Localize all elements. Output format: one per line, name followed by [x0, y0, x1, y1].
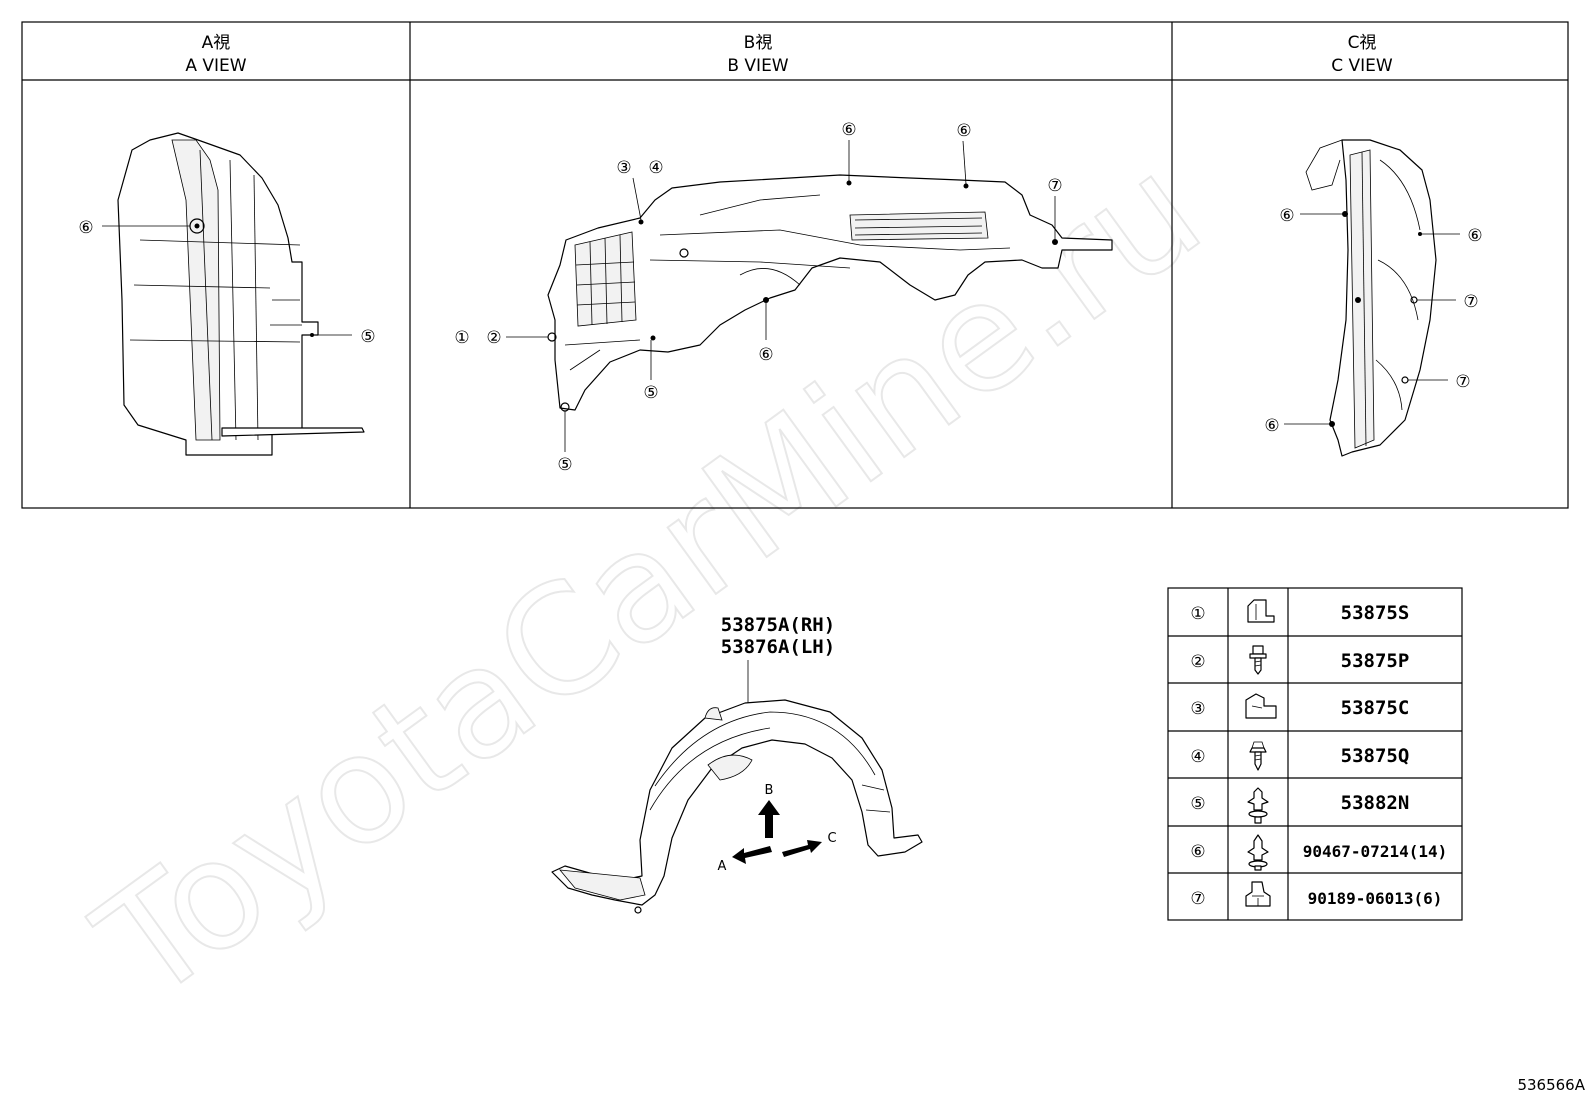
view-a-header: A視 A VIEW	[185, 33, 246, 76]
legend-num: ②	[1190, 652, 1205, 672]
clip-nut-icon	[1245, 881, 1271, 907]
arrow-c	[782, 840, 822, 857]
legend-num: ④	[1190, 747, 1205, 767]
legend-num: ①	[1190, 604, 1205, 624]
fender-liner-drawing	[551, 699, 923, 914]
view-c-drawing	[1284, 139, 1460, 457]
direction-arrows	[732, 800, 822, 864]
view-c-callout: ⑥	[1279, 206, 1294, 226]
part-code-lh: 53876A(LH)	[721, 636, 835, 658]
direction-b-label: B	[765, 783, 774, 798]
view-a-title-jp: A視	[202, 33, 231, 53]
legend-num: ⑦	[1190, 889, 1205, 909]
view-panels	[21, 21, 1569, 509]
view-b-callout: ⑤	[643, 383, 658, 403]
view-b-drawing	[506, 140, 1113, 452]
view-b-callout: ⑤	[557, 455, 572, 475]
view-c-callout: ⑥	[1264, 416, 1279, 436]
legend-num: ⑤	[1190, 794, 1205, 814]
view-b-callout: ⑥	[758, 345, 773, 365]
view-c-title-jp: C視	[1348, 33, 1377, 53]
view-a-callout: ⑤	[360, 327, 375, 347]
view-b-callout: ④	[648, 158, 663, 178]
view-a-title-en: A VIEW	[185, 56, 246, 76]
legend-part: 90189-06013(6)	[1308, 889, 1443, 908]
legend-row: ④ 53875Q	[1190, 741, 1410, 771]
view-b-callout: ②	[486, 328, 501, 348]
legend-part: 53875C	[1341, 697, 1410, 719]
screw-icon	[1249, 645, 1267, 675]
legend-row: ⑤ 53882N	[1190, 787, 1410, 824]
view-c-callout: ⑥	[1467, 226, 1482, 246]
view-c-title-en: C VIEW	[1331, 56, 1393, 76]
legend-row: ⑥ 90467-07214(14)	[1190, 834, 1448, 871]
fastener-legend	[1167, 587, 1463, 921]
view-b-callout: ⑦	[1047, 176, 1062, 196]
direction-a-label: A	[718, 859, 727, 874]
view-c-callout: ⑦	[1463, 292, 1478, 312]
legend-part: 53875S	[1341, 602, 1410, 624]
legend-row: ③ 53875C	[1190, 693, 1410, 719]
legend-row: ① 53875S	[1190, 599, 1410, 624]
view-b-callout: ⑥	[956, 121, 971, 141]
legend-part: 53882N	[1341, 792, 1410, 814]
arrow-b	[758, 800, 780, 838]
push-rivet-icon	[1247, 834, 1269, 871]
view-a-drawing	[102, 132, 365, 456]
view-c-callout: ⑦	[1455, 372, 1470, 392]
legend-row: ② 53875P	[1190, 645, 1410, 675]
legend-part: 53875P	[1341, 650, 1410, 672]
screw-icon	[1249, 741, 1267, 771]
arrow-a	[732, 846, 772, 864]
view-b-callout: ①	[454, 328, 469, 348]
clip-icon	[1247, 599, 1275, 623]
view-a-callout: ⑥	[78, 218, 93, 238]
view-b-title-en: B VIEW	[727, 56, 788, 76]
direction-c-label: C	[827, 831, 836, 846]
legend-num: ⑥	[1190, 842, 1205, 862]
view-b-callout: ⑥	[841, 120, 856, 140]
nut-icon	[1245, 693, 1277, 719]
legend-part: 90467-07214(14)	[1303, 842, 1448, 861]
push-rivet-icon	[1247, 787, 1269, 824]
view-c-header: C視 C VIEW	[1331, 33, 1393, 76]
diagram-id: 536566A	[1517, 1076, 1585, 1094]
view-b-callout: ③	[616, 158, 631, 178]
view-b-header: B視 B VIEW	[727, 33, 788, 76]
part-code-rh: 53875A(RH)	[721, 614, 835, 636]
legend-row: ⑦ 90189-06013(6)	[1190, 881, 1443, 909]
legend-part: 53875Q	[1341, 745, 1410, 767]
view-b-title-jp: B視	[744, 33, 773, 53]
legend-num: ③	[1190, 699, 1205, 719]
